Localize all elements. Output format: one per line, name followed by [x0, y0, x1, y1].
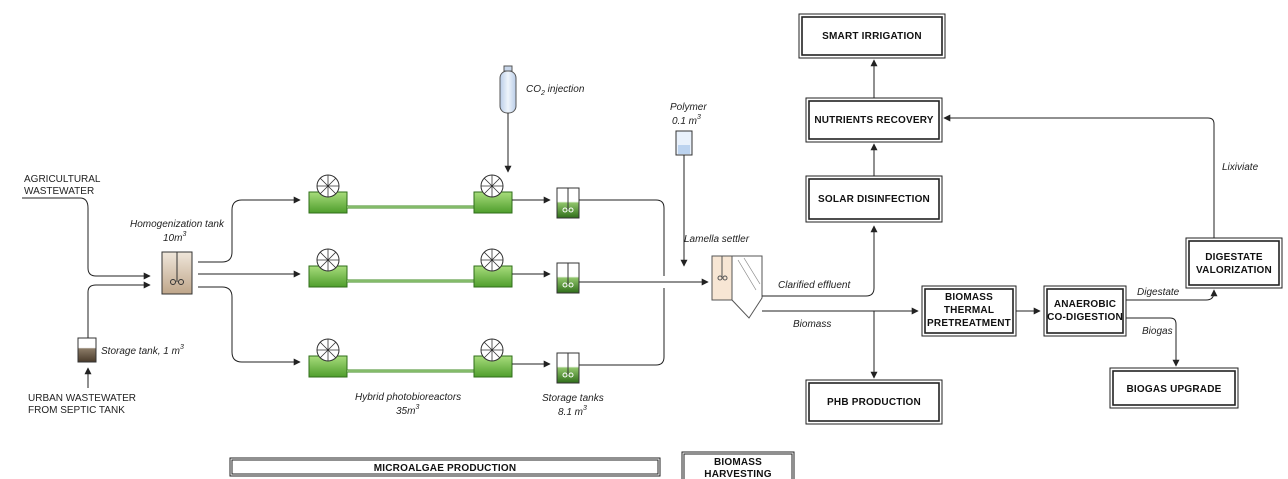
polymer-label: Polymer	[670, 102, 707, 113]
lixiviate-arrow	[943, 114, 1215, 238]
urban-wastewater-label: URBAN WASTEWATER FROM SEPTIC TANK	[28, 393, 136, 416]
co2-prefix: CO	[526, 84, 541, 95]
hybrid-pbr-volume: 35m	[396, 406, 415, 417]
agricultural-wastewater-label: AGRICULTURAL WASTEWATER	[24, 174, 101, 197]
biomass-harvesting-line-1: BIOMASS	[714, 457, 762, 468]
bio-thermal-line-2: THERMAL	[944, 305, 994, 316]
biogas-label: Biogas	[1142, 326, 1173, 337]
pbr-row-1	[308, 174, 513, 214]
agri-line-1: AGRICULTURAL	[24, 174, 101, 185]
storage-tank-2	[556, 262, 580, 294]
agri-line-2: WASTEWATER	[24, 186, 94, 197]
box-phb-production: PHB PRODUCTION	[805, 379, 943, 425]
biomass-label: Biomass	[793, 319, 831, 330]
lamella-settler	[711, 255, 763, 319]
digestate-valorization-line-2: VALORIZATION	[1196, 265, 1272, 276]
storage-to-homog-arrow	[87, 281, 151, 338]
co2-suffix: injection	[545, 84, 585, 95]
storage3-collector	[579, 288, 665, 366]
svg-text:8.1 m3: 8.1 m3	[558, 405, 587, 418]
clarified-effluent-arrow	[762, 225, 878, 297]
digestate-valorization-line-1: DIGESTATE	[1205, 252, 1263, 263]
box-digestate-valorization: DIGESTATE VALORIZATION	[1185, 237, 1283, 289]
box-biomass-thermal-pretreatment: BIOMASS THERMAL PRETREATMENT	[921, 285, 1017, 337]
hybrid-pbr-volume-sup: 3	[415, 404, 419, 411]
svg-text:CO2 injection: CO2 injection	[526, 84, 585, 97]
bio-thermal-line-3: PRETREATMENT	[927, 318, 1011, 329]
phb-production-label: PHB PRODUCTION	[827, 397, 921, 408]
box-biogas-upgrade: BIOGAS UPGRADE	[1109, 367, 1239, 409]
homogenization-volume: 10m	[163, 233, 182, 244]
storage-tank-small-label: Storage tank, 1 m	[101, 346, 180, 357]
solar-disinfection-label: SOLAR DISINFECTION	[818, 194, 930, 205]
box-solar-disinfection: SOLAR DISINFECTION	[805, 175, 943, 223]
biogas-upgrade-label: BIOGAS UPGRADE	[1126, 384, 1221, 395]
urban-line-2: FROM SEPTIC TANK	[28, 405, 125, 416]
homog-to-pbr-bot	[198, 286, 301, 366]
biomass-harvesting-line-2: HARVESTING	[704, 469, 771, 479]
svg-text:10m3: 10m3	[163, 231, 186, 244]
homogenization-volume-sup: 3	[182, 231, 186, 238]
co2-cylinder: CO2 injection	[499, 65, 585, 114]
homog-to-pbr-top	[198, 196, 301, 263]
section-biomass-harvesting: BIOMASS HARVESTING	[681, 451, 795, 479]
small-storage-tank: Storage tank, 1 m3	[77, 337, 184, 363]
storage1-collector	[579, 199, 665, 276]
agri-flow-arrow	[22, 197, 151, 280]
svg-text:Storage tank, 1 m3: Storage tank, 1 m3	[101, 344, 184, 357]
polymer-volume: 0.1 m	[672, 116, 697, 127]
storage-tank-3	[556, 352, 580, 384]
homogenization-tank: Homogenization tank 10m3	[130, 219, 225, 295]
ad-line-2: CO-DIGESTION	[1047, 312, 1123, 323]
lixiviate-label: Lixiviate	[1222, 162, 1259, 173]
ad-line-1: ANAEROBIC	[1054, 299, 1116, 310]
smart-irrigation-label: SMART IRRIGATION	[822, 31, 922, 42]
clarified-effluent-label: Clarified effluent	[778, 280, 851, 291]
storage-tanks-volume: 8.1 m	[558, 407, 583, 418]
biogas-arrow	[1126, 317, 1180, 367]
storage-tank-1	[556, 187, 580, 219]
microalgae-production-label: MICROALGAE PRODUCTION	[374, 463, 517, 474]
box-anaerobic-codigestion: ANAEROBIC CO-DIGESTION	[1043, 285, 1127, 337]
urban-line-1: URBAN WASTEWATER	[28, 393, 136, 404]
bio-thermal-line-1: BIOMASS	[945, 292, 993, 303]
polymer-dosing: Polymer 0.1 m3	[670, 102, 707, 156]
nutrients-recovery-label: NUTRIENTS RECOVERY	[814, 115, 933, 126]
pbr-row-2	[308, 248, 513, 288]
co2-sub: 2	[540, 90, 545, 97]
hybrid-pbr-label: Hybrid photobioreactors	[355, 392, 461, 403]
digestate-arrow	[1126, 289, 1218, 301]
polymer-volume-sup: 3	[697, 114, 701, 121]
storage-tanks-label: Storage tanks	[542, 393, 604, 404]
homogenization-tank-label: Homogenization tank	[130, 219, 225, 230]
digestate-label: Digestate	[1137, 287, 1180, 298]
pbr-row-3	[308, 338, 513, 378]
box-smart-irrigation: SMART IRRIGATION	[798, 13, 946, 59]
box-nutrients-recovery: NUTRIENTS RECOVERY	[805, 97, 943, 143]
storage-tank-small-sup: 3	[180, 344, 184, 351]
section-microalgae-production: MICROALGAE PRODUCTION	[229, 457, 661, 477]
lamella-settler-label: Lamella settler	[684, 234, 750, 245]
storage-tanks-volume-sup: 3	[583, 405, 587, 412]
svg-text:35m3: 35m3	[396, 404, 419, 417]
svg-text:0.1 m3: 0.1 m3	[672, 114, 701, 127]
